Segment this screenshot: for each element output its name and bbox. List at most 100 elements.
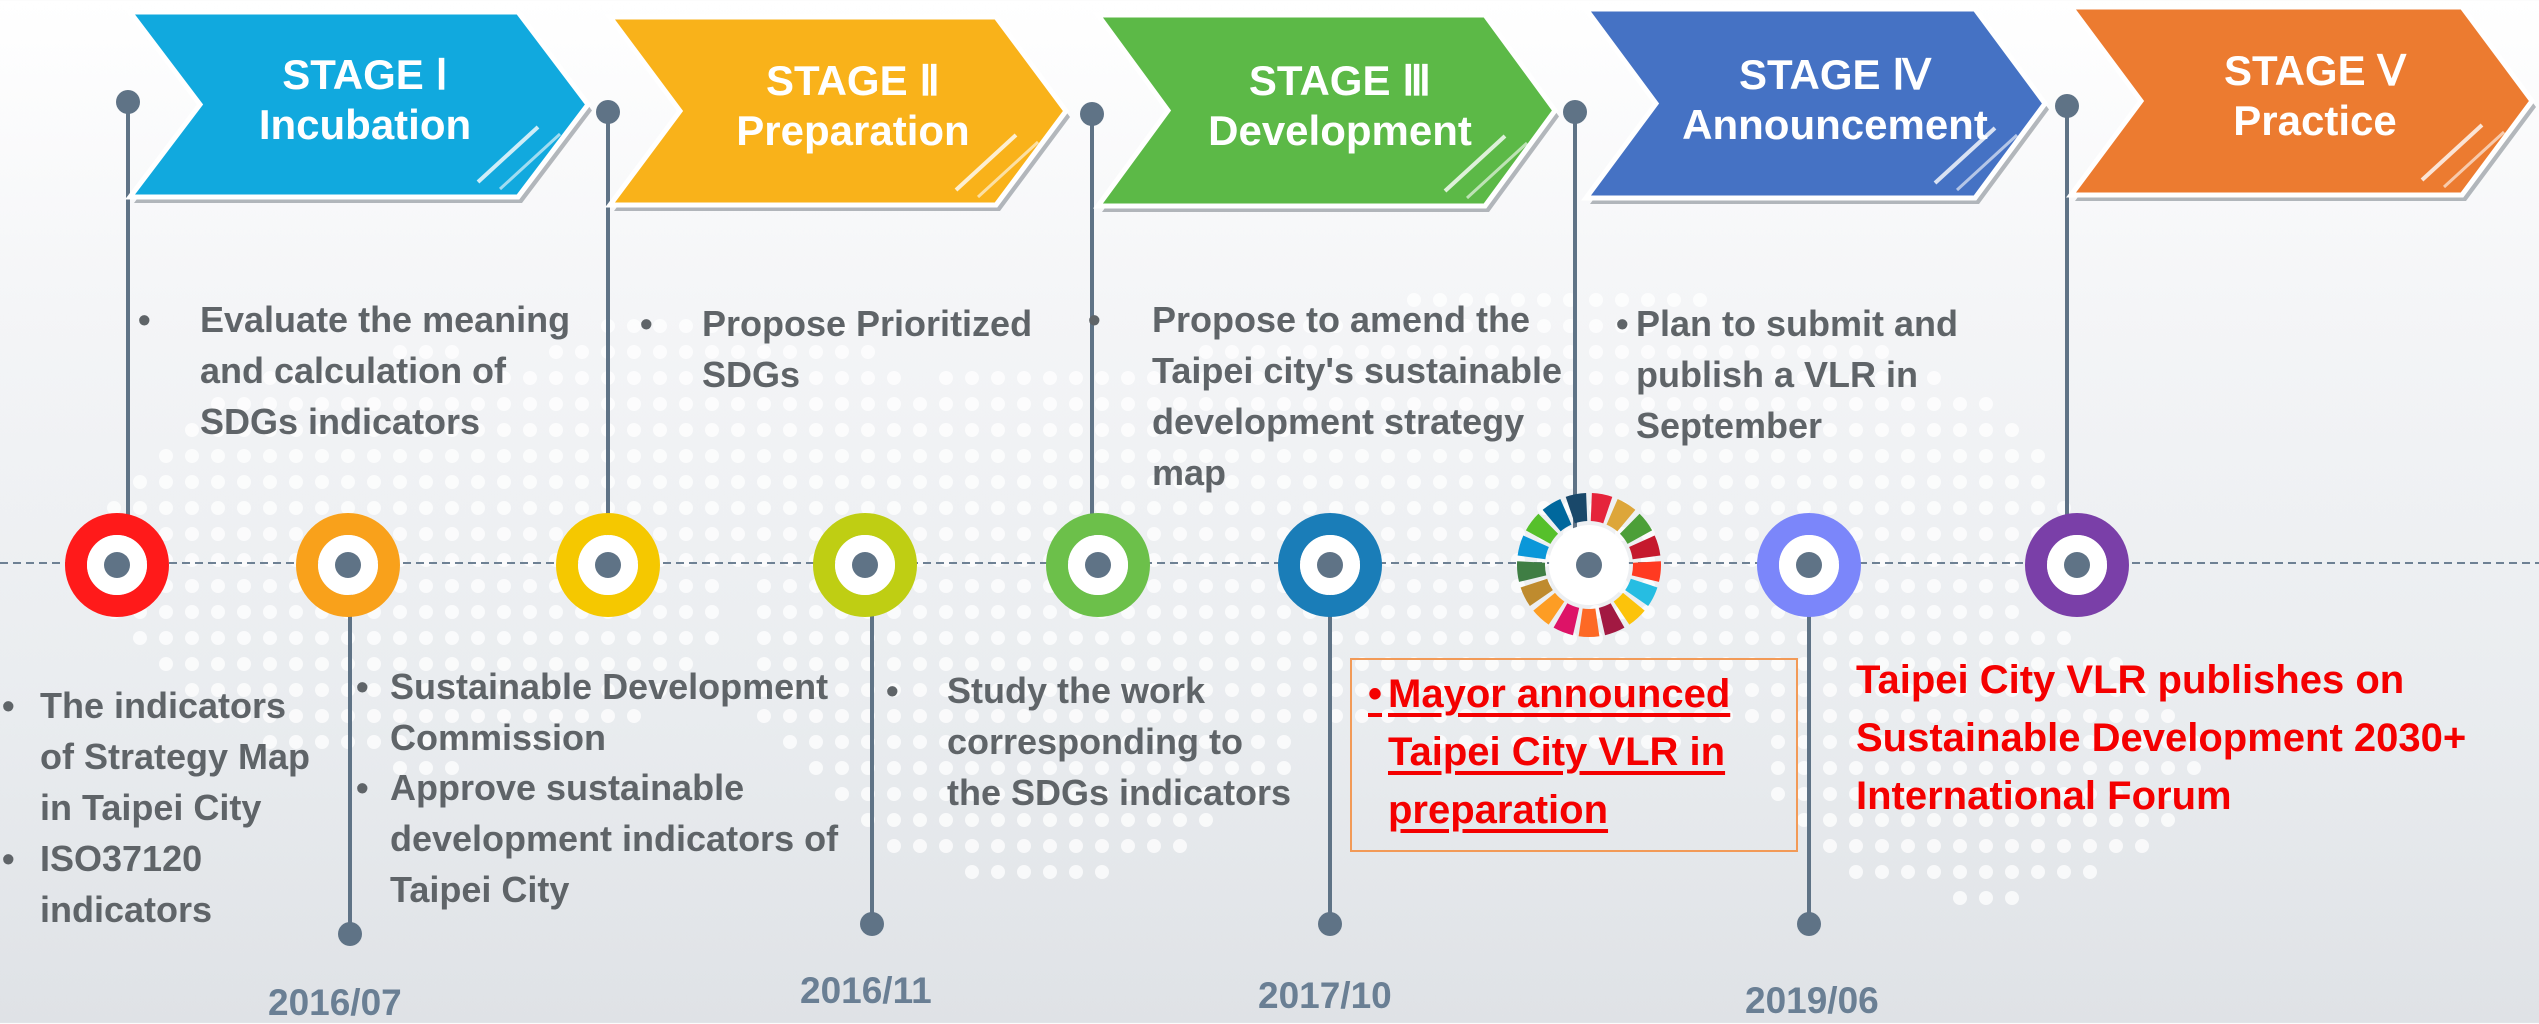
lower-note-commission-item-2-line-1: Approve sustainable [390, 767, 745, 808]
vlr-forum-note: Taipei City VLR publishes on Sustainable… [1856, 651, 2466, 825]
sdg-wheel-segment-15 [1525, 513, 1559, 544]
upper-note-3-line-3: development strategy [1152, 401, 1525, 442]
milestone-center-dot-7 [1576, 552, 1602, 578]
upper-note-3-line-1: Propose to amend the [1152, 299, 1531, 340]
milestone-ring-5 [1046, 513, 1150, 617]
sdg-wheel-segment-13 [1517, 561, 1547, 582]
upper-note-1-line-2: and calculation of [200, 350, 507, 391]
sdg-wheel-segment-17 [1565, 493, 1588, 524]
milestone-ring-4 [813, 513, 917, 617]
stage-4-highlight-1 [1933, 126, 1997, 185]
upper-note-4-line-1: Plan to submit and [1636, 303, 1959, 344]
stem-end-dot-1 [116, 90, 140, 114]
upper-note-2: Propose Prioritized SDGs [702, 298, 1032, 400]
stage-4-arrow [1581, 6, 2049, 201]
stem-end-dot-8 [1318, 912, 1342, 936]
stage-3-name: Development [1208, 107, 1472, 155]
upper-note-1-line-1: Evaluate the meaning [200, 299, 571, 340]
sdg-wheel-segment-12 [1520, 578, 1553, 607]
stage-2-label: STAGE Ⅱ Preparation [683, 56, 1023, 157]
upper-note-2-line-2: SDGs [702, 354, 801, 395]
lower-note-commission-item-1-line-2: Commission [390, 717, 607, 758]
lower-note-study-line-2: corresponding to [947, 721, 1243, 762]
stage-5-roman: STAGE Ⅴ [2224, 47, 2406, 94]
lower-note-commission-item-2-line-3: Taipei City [390, 869, 570, 910]
sdg-wheel-segment-6 [1625, 578, 1658, 607]
sdg-wheel-segment-16 [1542, 498, 1572, 532]
stage-4-label: STAGE Ⅳ Announcement [1655, 50, 2015, 151]
sdg-wheel-segment-3 [1619, 513, 1653, 544]
upper-note-4: Plan to submit and publish a VLR in Sept… [1636, 298, 1958, 451]
upper-note-4-bullet: • [1616, 303, 1629, 344]
lower-note-commission-bullet-2: • [356, 767, 369, 808]
upper-note-3-bullet: • [1088, 299, 1101, 340]
stage-3-arrow [1093, 12, 1559, 209]
upper-note-3-line-2: Taipei city's sustainable [1152, 350, 1563, 391]
lower-note-commission-item-2: Approve sustainable development indicato… [390, 762, 838, 915]
stem-end-dot-3 [1080, 102, 1104, 126]
stage-2-roman: STAGE Ⅱ [766, 57, 940, 104]
lower-note-left-item-2: ISO37120 indicators [40, 833, 212, 935]
stem-end-dot-4 [1563, 100, 1587, 124]
mayor-line-2: Taipei City VLR in [1388, 730, 1726, 774]
milestone-center-dot-6 [1317, 552, 1343, 578]
milestone-center-dot-3 [595, 552, 621, 578]
mayor-bullet: • [1368, 672, 1383, 716]
lower-note-left-bullet-1: • [2, 685, 15, 726]
stem-end-dot-7 [860, 912, 884, 936]
stage-5-label: STAGE Ⅴ Practice [2155, 46, 2475, 147]
lower-note-commission-item-1-line-1: Sustainable Development [390, 666, 829, 707]
upper-note-1-bullet: • [138, 299, 151, 340]
milestone-center-dot-4 [852, 552, 878, 578]
stage-2-highlight-1 [954, 133, 1018, 192]
lower-note-left-item-2-line-1: ISO37120 [40, 838, 203, 879]
milestone-ring-1 [65, 513, 169, 617]
upper-note-4-line-3: September [1636, 405, 1823, 446]
upper-note-1-line-3: SDGs indicators [200, 401, 481, 442]
stem-end-dot-5 [2055, 94, 2079, 118]
milestone-center-dot-5 [1085, 552, 1111, 578]
milestone-ring-3 [556, 513, 660, 617]
stem-end-dot-2 [596, 100, 620, 124]
lower-note-left-item-1: The indicators of Strategy Map in Taipei… [40, 680, 310, 833]
date-2019-06: 2019/06 [1745, 980, 1879, 1021]
stage-4-roman: STAGE Ⅳ [1739, 51, 1931, 98]
milestone-center-dot-9 [2064, 552, 2090, 578]
stage-5-arrow [2066, 4, 2536, 198]
stage-2-name: Preparation [736, 107, 970, 155]
sdg-wheel-segment-4 [1629, 535, 1661, 560]
upper-note-1: Evaluate the meaning and calculation of … [200, 294, 570, 447]
stage-3-highlight-2 [1465, 141, 1529, 200]
stage-5-highlight-2 [2442, 130, 2506, 189]
date-2016-11: 2016/11 [800, 970, 932, 1011]
sdg-wheel-segment-1 [1590, 493, 1613, 524]
upper-note-3: Propose to amend the Taipei city's susta… [1152, 294, 1562, 498]
lower-note-left-item-1-line-3: in Taipei City [40, 787, 262, 828]
stage-1-name: Incubation [258, 101, 472, 149]
lower-note-left-item-1-line-1: The indicators [40, 685, 287, 726]
lower-note-study-line-3: the SDGs indicators [947, 772, 1292, 813]
stem-end-dot-6 [338, 922, 362, 946]
sdg-wheel-segment-5 [1631, 561, 1661, 582]
stage-3-label: STAGE Ⅲ Development [1170, 56, 1510, 157]
stage-1-arrow [124, 9, 592, 200]
milestone-rings [65, 493, 2129, 638]
milestone-center-dot-2 [335, 552, 361, 578]
stage-3-roman: STAGE Ⅲ [1248, 57, 1432, 104]
lower-note-left-item-2-line-2: indicators [40, 889, 213, 930]
milestone-center-dot-1 [104, 552, 130, 578]
stage-3-highlight-1 [1443, 134, 1507, 193]
stem-end-dot-9 [1797, 912, 1821, 936]
vlr-forum-line-1: Taipei City VLR publishes on [1856, 658, 2405, 702]
lower-note-commission-item-2-line-2: development indicators of [390, 818, 839, 859]
stage-4-highlight-2 [1955, 133, 2019, 192]
sdg-wheel-segment-8 [1598, 603, 1625, 636]
lower-note-commission-item-1: Sustainable Development Commission [390, 661, 828, 763]
stage-2-highlight-2 [976, 140, 1040, 199]
upper-note-2-bullet: • [640, 303, 653, 344]
stage-4-name: Announcement [1682, 101, 1988, 149]
sdg-wheel-segment-7 [1613, 592, 1645, 625]
stage-1-highlight-2 [498, 132, 562, 191]
sdg-wheel-segment-11 [1533, 592, 1565, 625]
date-2016-07: 2016/07 [268, 982, 402, 1023]
